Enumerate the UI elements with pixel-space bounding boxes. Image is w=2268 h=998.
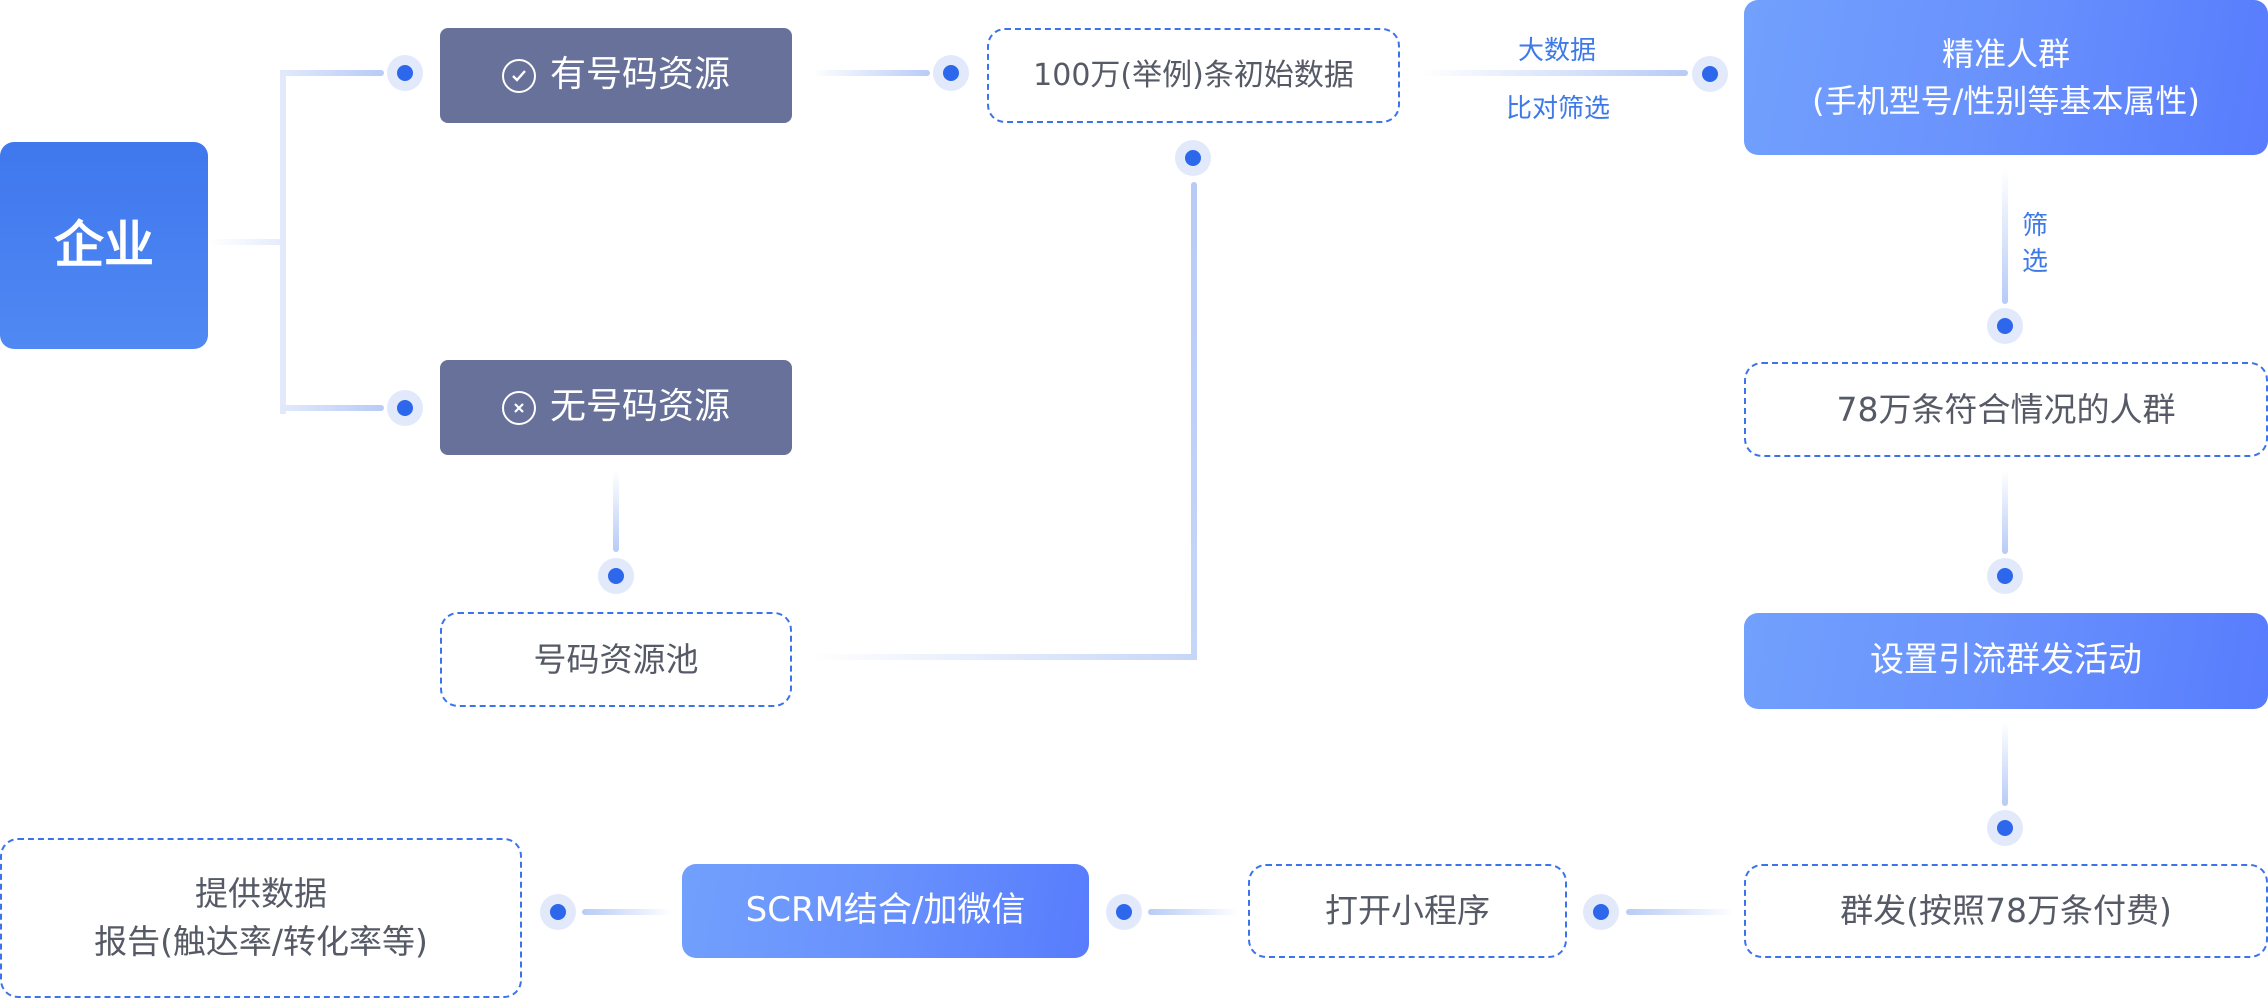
node-no-resource: 无号码资源 [440,360,792,455]
node-has-resource: 有号码资源 [440,28,792,123]
matched-crowd-label: 78万条符合情况的人群 [1836,389,2176,429]
node-precise-crowd: 精准人群 (手机型号/性别等基本属性) [1744,0,2268,155]
edge-label-bigdata: 大数据 [1518,36,1597,66]
node-report: 提供数据 报告(触达率/转化率等) [0,838,522,998]
node-resource-pool: 号码资源池 [440,612,792,707]
node-open-miniprogram: 打开小程序 [1248,864,1567,958]
node-dot [540,894,576,930]
node-dot [598,558,634,594]
report-line1: 提供数据 [195,874,327,914]
node-dot [387,55,423,91]
connector-scrm-to-report [582,909,672,915]
no-resource-label: 无号码资源 [549,386,730,428]
enterprise-label: 企业 [54,216,154,275]
open-miniprogram-label: 打开小程序 [1325,891,1490,931]
connector-pool-right [810,654,1197,660]
precise-crowd-title: 精准人群 [1941,35,2070,74]
connector-to-has [280,70,384,76]
node-dot [1987,308,2023,344]
node-initial-data: 100万(举例)条初始数据 [987,28,1400,123]
initial-data-label: 100万(举例)条初始数据 [1033,57,1354,93]
precise-crowd-subtitle: (手机型号/性别等基本属性) [1812,81,2200,120]
connector-matched-to-setup [2002,470,2008,554]
node-setup-campaign: 设置引流群发活动 [1744,613,2268,709]
node-dot [1987,810,2023,846]
scrm-label: SCRM结合/加微信 [745,890,1026,931]
report-line2: 报告(触达率/转化率等) [94,922,428,961]
mass-send-label: 群发(按照78万条付费) [1840,891,2172,931]
check-circle-icon [501,58,536,93]
node-matched-crowd: 78万条符合情况的人群 [1744,362,2268,457]
has-resource-label: 有号码资源 [549,54,730,96]
edge-label-filter-2: 选 [2022,247,2049,277]
connector-mini-to-scrm [1148,909,1238,915]
node-dot [1583,894,1619,930]
edge-label-compare: 比对筛选 [1506,94,1611,124]
connector-pool-up [1191,182,1197,660]
connector-enterprise [208,239,284,245]
connector-send-to-mini [1626,909,1734,915]
node-dot [1106,894,1142,930]
node-mass-send: 群发(按照78万条付费) [1744,864,2268,958]
connector-bracket [280,70,286,414]
connector-none-to-pool [613,470,619,552]
connector-crowd-to-matched [2002,170,2008,304]
node-dot [1692,56,1728,92]
connector-to-none [280,405,384,411]
x-circle-icon [501,390,536,425]
node-scrm: SCRM结合/加微信 [682,864,1089,958]
edge-label-filter-1: 筛 [2022,211,2049,241]
node-dot [1175,140,1211,176]
connector-data-to-crowd [1420,70,1688,76]
resource-pool-label: 号码资源池 [533,639,699,679]
node-dot [933,55,969,91]
setup-campaign-label: 设置引流群发活动 [1870,640,2142,681]
connector-has-to-data [812,70,930,76]
node-dot [387,390,423,426]
node-dot [1987,558,2023,594]
connector-setup-to-send [2002,722,2008,806]
node-enterprise: 企业 [0,142,208,349]
